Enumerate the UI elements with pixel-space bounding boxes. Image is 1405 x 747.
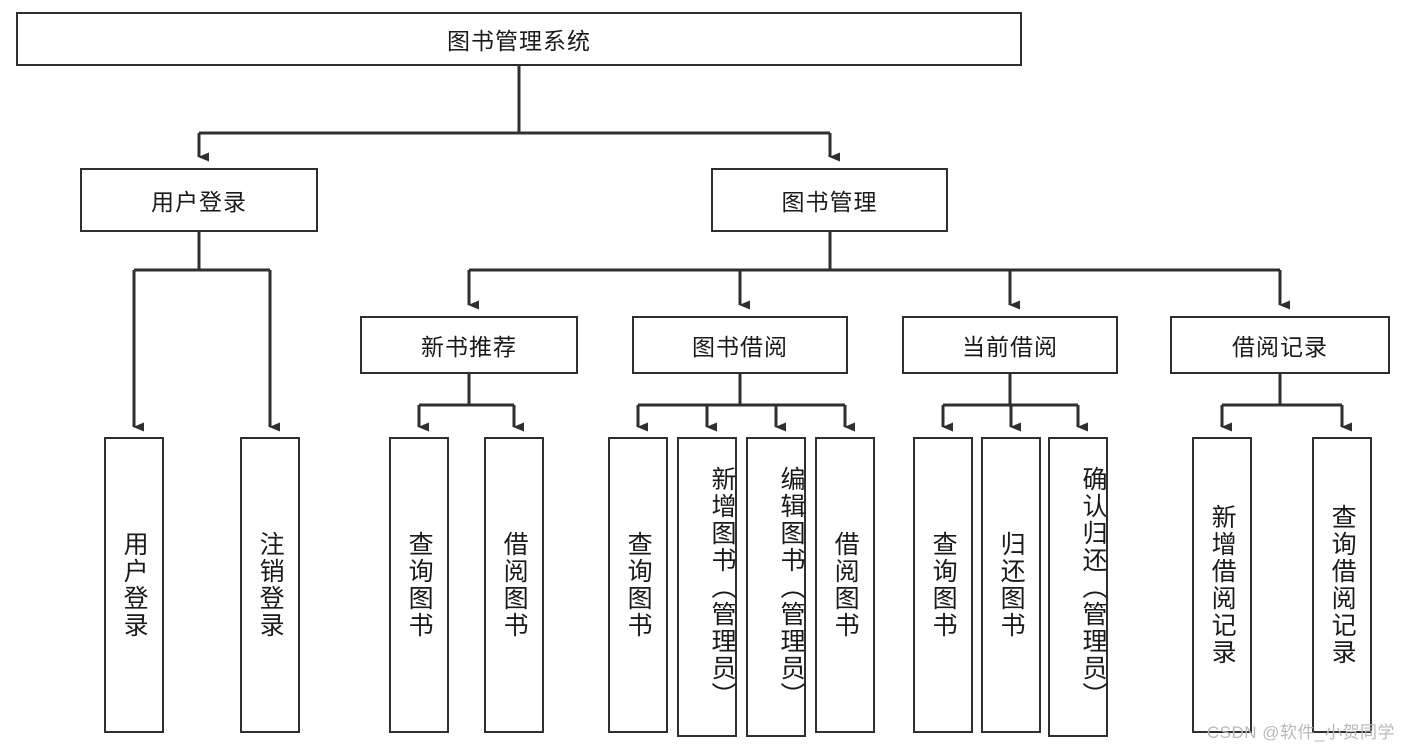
watermark: CSDN @软件_小贺同学 xyxy=(1206,723,1395,742)
node-leaf-user-login-label: 用户登录 xyxy=(120,531,149,639)
node-leaf-query-book-2[interactable]: 查询图书 xyxy=(608,437,668,733)
node-leaf-borrow-book-2-label: 借阅图书 xyxy=(831,531,860,639)
node-leaf-add-record[interactable]: 新增借阅记录 xyxy=(1192,437,1252,733)
node-new-book-recommend-label: 新书推荐 xyxy=(421,334,517,360)
node-leaf-logout-login-label: 注销登录 xyxy=(256,531,285,639)
node-root[interactable]: 图书管理系统 xyxy=(16,12,1022,66)
node-current-borrow-label: 当前借阅 xyxy=(962,334,1058,360)
node-leaf-logout-login[interactable]: 注销登录 xyxy=(240,437,300,733)
node-current-borrow[interactable]: 当前借阅 xyxy=(902,316,1118,374)
node-leaf-return-book-label: 归还图书 xyxy=(997,531,1026,639)
node-book-management-label: 图书管理 xyxy=(781,189,878,215)
node-leaf-query-book-2-label: 查询图书 xyxy=(624,531,653,639)
node-leaf-edit-book[interactable]: 编辑图书（管理员） xyxy=(746,437,806,737)
node-leaf-query-record-label: 查询借阅记录 xyxy=(1328,504,1357,666)
node-leaf-edit-book-label: 编辑图书（管理员） xyxy=(777,465,805,709)
node-book-management[interactable]: 图书管理 xyxy=(711,168,948,232)
node-root-label: 图书管理系统 xyxy=(447,28,591,54)
node-leaf-add-book-label: 新增图书（管理员） xyxy=(708,465,736,709)
node-leaf-add-record-label: 新增借阅记录 xyxy=(1208,504,1237,666)
node-leaf-add-book[interactable]: 新增图书（管理员） xyxy=(677,437,737,737)
node-book-borrow[interactable]: 图书借阅 xyxy=(632,316,848,374)
node-leaf-query-record[interactable]: 查询借阅记录 xyxy=(1312,437,1372,733)
node-user-login-label: 用户登录 xyxy=(151,189,247,215)
node-leaf-borrow-book-2[interactable]: 借阅图书 xyxy=(815,437,875,733)
node-leaf-borrow-book-1-label: 借阅图书 xyxy=(500,531,529,639)
node-book-borrow-label: 图书借阅 xyxy=(692,334,788,360)
node-leaf-return-book[interactable]: 归还图书 xyxy=(981,437,1041,733)
node-leaf-confirm-return[interactable]: 确认归还（管理员） xyxy=(1048,437,1108,737)
node-leaf-query-book-3[interactable]: 查询图书 xyxy=(913,437,973,733)
node-borrow-record-label: 借阅记录 xyxy=(1232,334,1328,360)
node-leaf-borrow-book-1[interactable]: 借阅图书 xyxy=(484,437,544,733)
node-borrow-record[interactable]: 借阅记录 xyxy=(1170,316,1390,374)
node-leaf-query-book-1[interactable]: 查询图书 xyxy=(389,437,449,733)
node-leaf-confirm-return-label: 确认归还（管理员） xyxy=(1079,465,1107,709)
node-leaf-query-book-1-label: 查询图书 xyxy=(405,531,434,639)
node-leaf-query-book-3-label: 查询图书 xyxy=(929,531,958,639)
node-new-book-recommend[interactable]: 新书推荐 xyxy=(360,316,578,374)
node-user-login[interactable]: 用户登录 xyxy=(80,168,318,232)
node-leaf-user-login[interactable]: 用户登录 xyxy=(104,437,164,733)
